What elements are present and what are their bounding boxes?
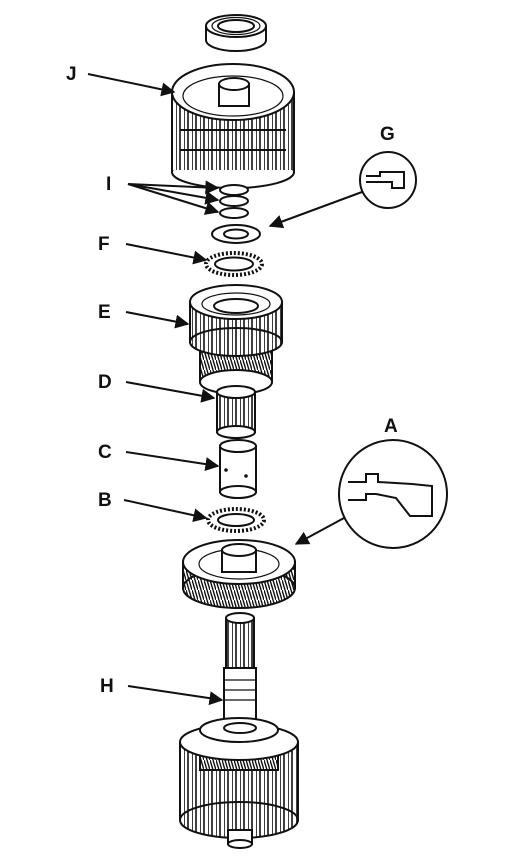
label-h: H: [100, 676, 114, 697]
label-g: G: [380, 124, 395, 145]
needle-bearing-f: [204, 251, 264, 277]
leader-i-1: [127, 180, 220, 195]
needle-cage-d: [216, 385, 256, 439]
label-i: I: [106, 174, 111, 195]
needle-bearing-b: [206, 507, 266, 533]
label-j: J: [66, 64, 77, 85]
leader-j: [87, 73, 176, 97]
label-a: A: [384, 416, 398, 437]
snap-rings-i: [219, 184, 249, 219]
label-b: B: [98, 490, 112, 511]
leader-f: [125, 243, 208, 265]
leader-c: [125, 451, 220, 472]
thrust-washer: [211, 224, 261, 244]
main-shaft-h: [223, 612, 257, 731]
detail-callout-a: [294, 439, 448, 549]
leader-e: [125, 311, 190, 329]
label-d: D: [98, 372, 112, 393]
leader-i-2: [127, 183, 220, 205]
label-c: C: [98, 442, 112, 463]
helical-gear: [182, 539, 296, 609]
leader-i-3: [127, 183, 220, 215]
gear-assembly-e: [189, 284, 283, 395]
leader-d: [125, 381, 216, 403]
leader-b: [123, 499, 208, 523]
bottom-clutch-drum: [179, 717, 299, 849]
label-e: E: [98, 302, 111, 323]
label-f: F: [98, 234, 110, 255]
top-seal-cap: [205, 14, 267, 52]
detail-callout-g: [268, 151, 417, 229]
leader-h: [127, 685, 224, 706]
sleeve-c: [219, 439, 257, 499]
clutch-drum-j: [171, 63, 295, 189]
